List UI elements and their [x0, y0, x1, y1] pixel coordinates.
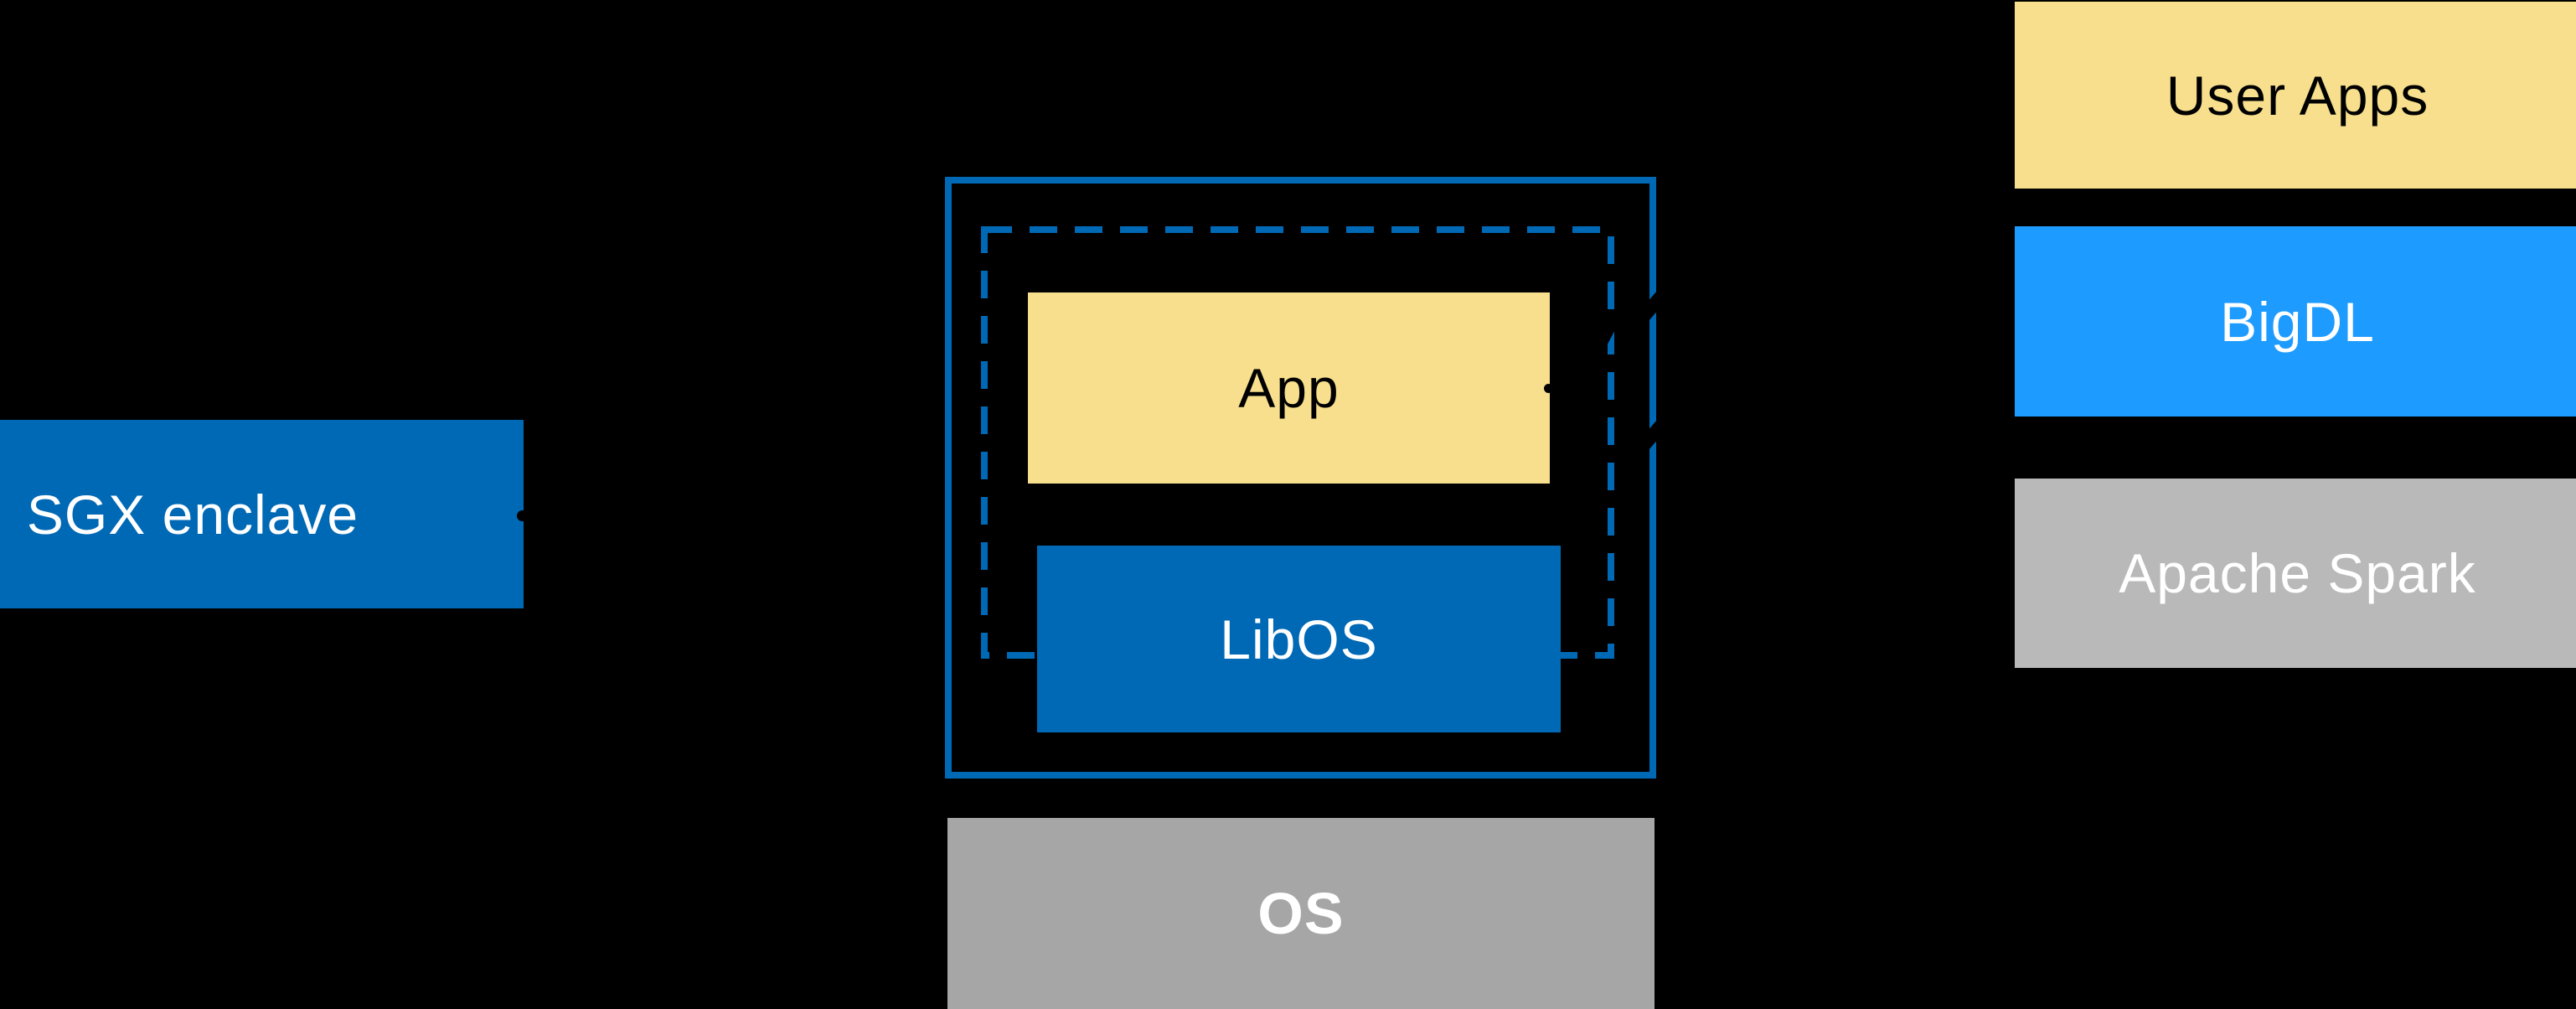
libos-label: LibOS	[1220, 608, 1378, 670]
apache-spark-label: Apache Spark	[2119, 542, 2476, 604]
app-label: App	[1238, 357, 1340, 419]
sgx-enclave-label: SGX enclave	[26, 483, 359, 546]
user-apps-box: User Apps	[2015, 2, 2576, 189]
bigdl-box: BigDL	[2015, 226, 2576, 417]
user-apps-label: User Apps	[2166, 64, 2429, 127]
os-box: OS	[947, 818, 1655, 1009]
apache-spark-box: Apache Spark	[2015, 479, 2576, 668]
bigdl-label: BigDL	[2220, 290, 2375, 353]
app-box: App	[1028, 292, 1550, 484]
libos-box: LibOS	[1037, 546, 1561, 732]
sgx-enclave-label-box: SGX enclave	[0, 420, 524, 608]
arrow-tail-dot-icon	[517, 510, 528, 521]
enclave-border-box	[945, 177, 1656, 779]
arrowhead-dot-icon	[1544, 384, 1553, 393]
os-label: OS	[1257, 881, 1345, 946]
